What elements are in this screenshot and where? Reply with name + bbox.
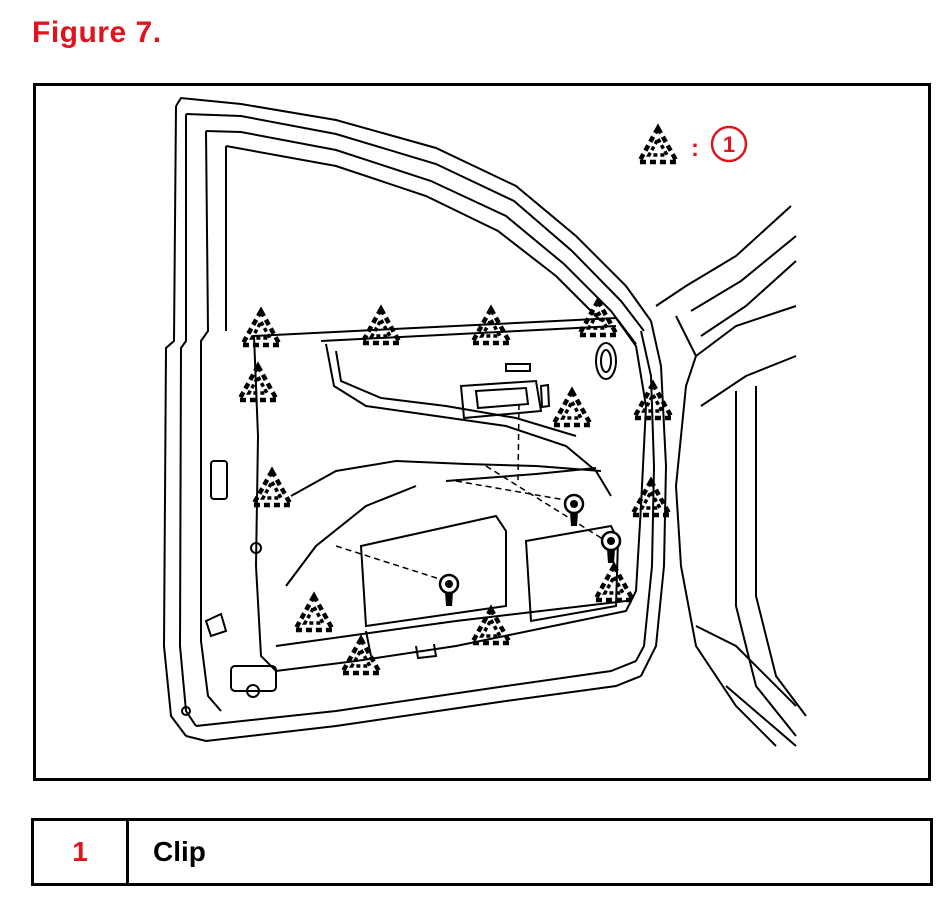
clip-icon — [239, 366, 277, 400]
callout-number: 1 — [723, 132, 735, 157]
door-trim-diagram: : 1 — [162, 96, 807, 747]
clip-icon — [242, 311, 280, 345]
speaker-grille — [595, 342, 617, 380]
door-frame-outline — [162, 96, 668, 743]
figure-title: Figure 7. — [32, 16, 162, 49]
clip-icon — [295, 596, 333, 630]
clip-icon — [253, 471, 291, 505]
legend-table: 1 Clip — [31, 818, 933, 886]
clip-icon — [553, 391, 591, 425]
clip-icon — [472, 309, 510, 343]
clip-markers — [239, 301, 672, 673]
legend-callout: : 1 — [639, 125, 748, 163]
screw-guide-lines — [335, 403, 607, 582]
callout-separator: : — [691, 135, 699, 162]
clip-icon — [595, 566, 633, 600]
clip-triangle-icon — [639, 128, 677, 162]
legend-row-label: Clip — [153, 836, 206, 867]
diagram-frame: : 1 — [33, 83, 931, 781]
door-trim-panel — [252, 316, 648, 673]
callout-circle — [710, 125, 748, 163]
screw-icon — [438, 573, 460, 608]
hinge-details — [181, 460, 277, 716]
car-body-outline — [655, 205, 807, 747]
inner-handle — [459, 363, 551, 420]
clip-icon — [342, 639, 380, 673]
legend-row-number: 1 — [34, 821, 129, 883]
screw-icon — [563, 493, 585, 528]
